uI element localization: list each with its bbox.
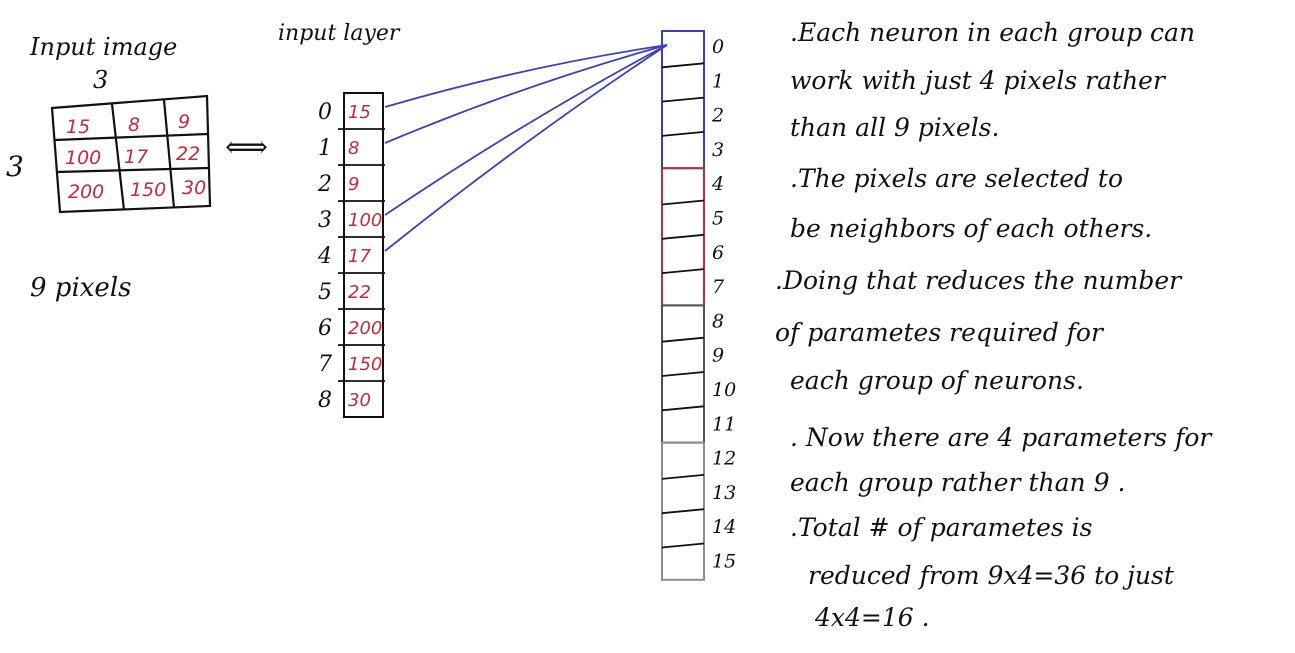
note-line: .Total # of parametes is xyxy=(790,513,1093,542)
input-layer-index: 3 xyxy=(318,208,332,233)
input-layer-value: 15 xyxy=(348,102,371,123)
connections xyxy=(384,44,668,252)
note-line: be neighbors of each others. xyxy=(790,214,1153,243)
input-layer-value: 30 xyxy=(348,390,371,411)
note-line: each group rather than 9 . xyxy=(790,468,1126,497)
input-layer-column: 0 1 2 3 4 5 6 7 8 15 8 9 100 17 22 200 150 30 xyxy=(317,92,385,418)
input-layer-index: 4 xyxy=(317,244,332,269)
pixel-count-caption: 9 pixels xyxy=(30,273,131,303)
input-layer-value: 150 xyxy=(348,354,382,375)
neuron-index: 11 xyxy=(712,413,736,435)
input-layer-value: 9 xyxy=(348,174,359,195)
input-layer-index: 5 xyxy=(318,280,332,305)
neuron-index: 8 xyxy=(712,310,724,332)
input-image-cells: 15 8 9 100 17 22 200 150 30 xyxy=(65,111,206,203)
neuron-divider xyxy=(661,62,705,69)
bidirectional-arrow: ⟺ xyxy=(225,130,268,165)
input-layer-border xyxy=(343,92,384,418)
connection-line xyxy=(384,44,668,216)
grid-line-h1 xyxy=(54,132,209,142)
neuron-index: 14 xyxy=(712,516,736,538)
neuron-index: 3 xyxy=(712,139,724,161)
grid-line-v1 xyxy=(110,103,126,211)
image-cell-value: 17 xyxy=(124,146,148,168)
note-line: .Each neuron in each group can xyxy=(790,18,1196,47)
image-cell-value: 9 xyxy=(178,111,190,133)
neuron-divider xyxy=(661,96,705,103)
input-layer-value: 22 xyxy=(348,282,371,303)
input-image-title: Input image xyxy=(29,33,177,61)
neuron-index: 9 xyxy=(712,345,724,367)
input-layer-index: 8 xyxy=(318,388,332,413)
image-cell-value: 22 xyxy=(176,143,200,165)
note-line: work with just 4 pixels rather xyxy=(790,66,1165,95)
note-line: .The pixels are selected to xyxy=(790,164,1124,193)
input-layer-index: 0 xyxy=(318,100,332,125)
note-line: of parametes required for xyxy=(775,318,1103,347)
connection-line xyxy=(384,44,668,108)
note-line: each group of neurons. xyxy=(790,366,1084,395)
neuron-divider xyxy=(661,199,705,206)
neuron-index: 0 xyxy=(712,36,724,58)
neuron-index: 2 xyxy=(711,105,724,127)
image-cell-value: 15 xyxy=(66,116,90,138)
neuron-divider xyxy=(661,371,705,377)
neuron-index: 6 xyxy=(712,242,724,264)
input-image-width-label: 3 xyxy=(93,66,108,94)
neuron-divider xyxy=(661,233,705,240)
neuron-index: 13 xyxy=(712,482,736,504)
input-layer-index: 7 xyxy=(318,352,332,377)
note-line: .Doing that reduces the number xyxy=(775,266,1182,295)
input-image-border xyxy=(50,94,212,214)
note-line: 4x4=16 . xyxy=(815,603,930,632)
neuron-divider xyxy=(661,542,705,549)
image-cell-value: 100 xyxy=(65,147,101,169)
neuron-divider xyxy=(661,131,705,137)
image-cell-value: 200 xyxy=(68,181,104,203)
connection-line xyxy=(384,44,668,252)
input-layer-value: 200 xyxy=(348,318,382,339)
neuron-index: 7 xyxy=(712,276,725,298)
input-layer-index: 6 xyxy=(318,316,332,341)
image-cell-value: 8 xyxy=(128,114,140,136)
input-layer-value: 8 xyxy=(348,138,359,159)
input-layer-index: 1 xyxy=(318,136,332,161)
grid-line-v2 xyxy=(162,99,176,209)
grid-line-h2 xyxy=(56,166,210,174)
input-layer-index: 2 xyxy=(317,172,332,197)
neuron-index: 4 xyxy=(711,173,724,195)
image-cell-value: 150 xyxy=(130,179,166,201)
connection-line xyxy=(384,44,668,144)
neuron-index: 5 xyxy=(712,208,724,230)
neuron-index: 15 xyxy=(712,551,736,573)
input-layer-value: 17 xyxy=(348,246,371,267)
input-layer-value: 100 xyxy=(348,210,382,231)
neuron-index: 10 xyxy=(712,379,736,401)
note-line: reduced from 9x4=36 to just xyxy=(808,561,1174,590)
input-image-height-label: 3 xyxy=(6,150,24,183)
input-layer-title: input layer xyxy=(278,21,401,46)
neuron-index: 12 xyxy=(712,448,736,470)
note-line: . Now there are 4 parameters for xyxy=(790,423,1212,452)
neuron-index: 1 xyxy=(712,70,724,92)
note-line: than all 9 pixels. xyxy=(790,113,1000,142)
neuron-divider xyxy=(661,508,705,515)
neuron-divider xyxy=(661,336,705,343)
image-cell-value: 30 xyxy=(182,177,206,199)
input-image-grid xyxy=(50,94,212,214)
neuron-group-4 xyxy=(661,441,705,581)
neuron-divider xyxy=(661,474,705,480)
neuron-divider xyxy=(661,405,705,412)
neuron-divider xyxy=(661,268,705,274)
